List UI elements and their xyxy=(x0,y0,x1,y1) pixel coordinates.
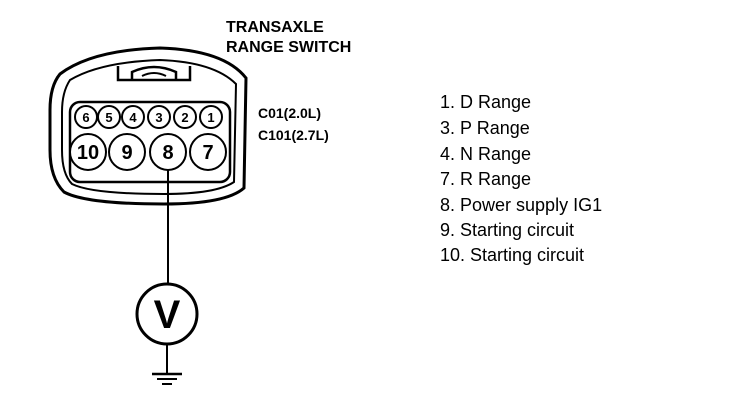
voltmeter: V xyxy=(135,282,199,346)
pin-1: 1 xyxy=(199,105,223,129)
title-line-1: TRANSAXLE xyxy=(226,19,324,36)
connector-inner-outline xyxy=(61,58,238,196)
legend-item-10: 10. Starting circuit xyxy=(440,245,584,265)
pin-9-label: 9 xyxy=(121,142,132,164)
top-pin-row: 6 5 4 3 2 1 xyxy=(74,105,223,129)
pin-6-label: 6 xyxy=(82,110,89,125)
pin-7-label: 7 xyxy=(202,142,213,164)
pin-6: 6 xyxy=(74,105,98,129)
pin-8: 8 xyxy=(149,133,187,171)
connector-code-2-0l: C01(2.0L) xyxy=(258,105,321,121)
pin-1-label: 1 xyxy=(207,110,214,125)
locking-tab xyxy=(116,65,192,82)
legend-item-4: 4. N Range xyxy=(440,144,531,164)
pin-2: 2 xyxy=(173,105,197,129)
legend-item-8: 8. Power supply IG1 xyxy=(440,195,602,215)
title-line-2: RANGE SWITCH xyxy=(226,39,351,56)
pin-2-label: 2 xyxy=(181,110,188,125)
pin-8-label: 8 xyxy=(162,142,173,164)
legend-item-9: 9. Starting circuit xyxy=(440,220,574,240)
ground-icon xyxy=(152,372,182,385)
pin-3: 3 xyxy=(147,105,171,129)
pin-10-label: 10 xyxy=(77,142,99,164)
voltmeter-label: V xyxy=(154,293,181,337)
pin-legend: 1. D Range 3. P Range 4. N Range 7. R Ra… xyxy=(440,92,602,265)
legend-item-7: 7. R Range xyxy=(440,169,531,189)
pin-10: 10 xyxy=(69,133,107,171)
pin-5: 5 xyxy=(97,105,121,129)
legend-item-3: 3. P Range xyxy=(440,118,530,138)
pin-7: 7 xyxy=(189,133,227,171)
connector-code-2-7l: C101(2.7L) xyxy=(258,127,329,143)
pin-3-label: 3 xyxy=(155,110,162,125)
pin-4: 4 xyxy=(121,105,145,129)
pin-9: 9 xyxy=(108,133,146,171)
legend-item-1: 1. D Range xyxy=(440,92,531,112)
pin-4-label: 4 xyxy=(129,110,137,125)
pin-area-frame xyxy=(68,100,232,184)
pin-5-label: 5 xyxy=(105,110,112,125)
